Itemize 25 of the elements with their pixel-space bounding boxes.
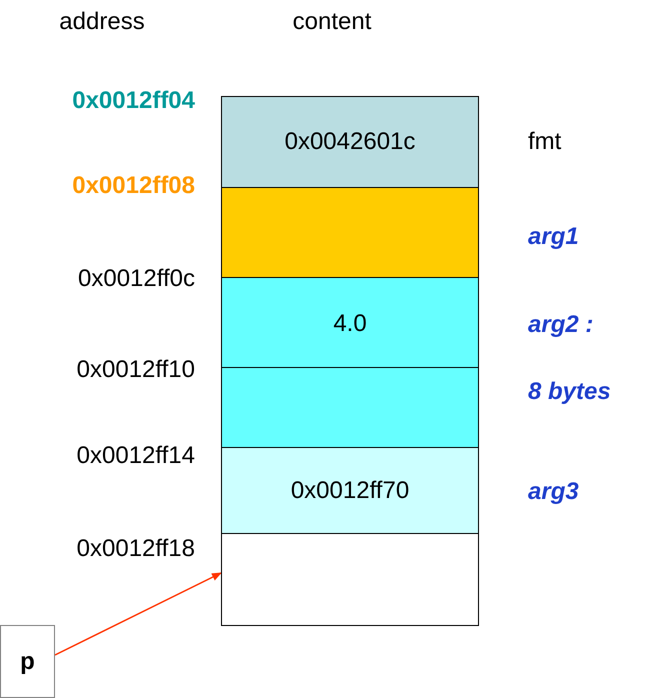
argument-label: arg2 : — [528, 311, 594, 339]
argument-label: fmt — [528, 128, 562, 156]
argument-label: arg3 — [528, 478, 579, 506]
address-label: 0x0012ff0c — [78, 265, 195, 293]
cell-value: 0x0042601c — [284, 128, 416, 156]
address-label: 0x0012ff08 — [72, 172, 195, 200]
address-label: 0x0012ff14 — [76, 442, 195, 470]
address-label: 0x0012ff18 — [76, 535, 195, 563]
column-header: address — [59, 8, 145, 36]
address-label: 0x0012ff10 — [76, 356, 195, 384]
cell-value: 4.0 — [333, 310, 367, 338]
arrow — [54, 572, 222, 656]
argument-label: arg1 — [528, 223, 579, 251]
pointer-box — [0, 625, 55, 698]
memory-cell — [221, 96, 479, 188]
cell-value: 0x0012ff70 — [290, 476, 410, 504]
argument-label: 8 bytes — [528, 378, 611, 406]
memory-cell — [221, 367, 479, 448]
memory-cell — [221, 187, 479, 278]
column-header: content — [292, 8, 372, 36]
address-label: 0x0012ff04 — [72, 87, 195, 115]
memory-cell — [221, 533, 479, 626]
memory-cell — [221, 447, 479, 534]
cell-value: p — [20, 648, 35, 676]
memory-cell — [221, 277, 479, 368]
